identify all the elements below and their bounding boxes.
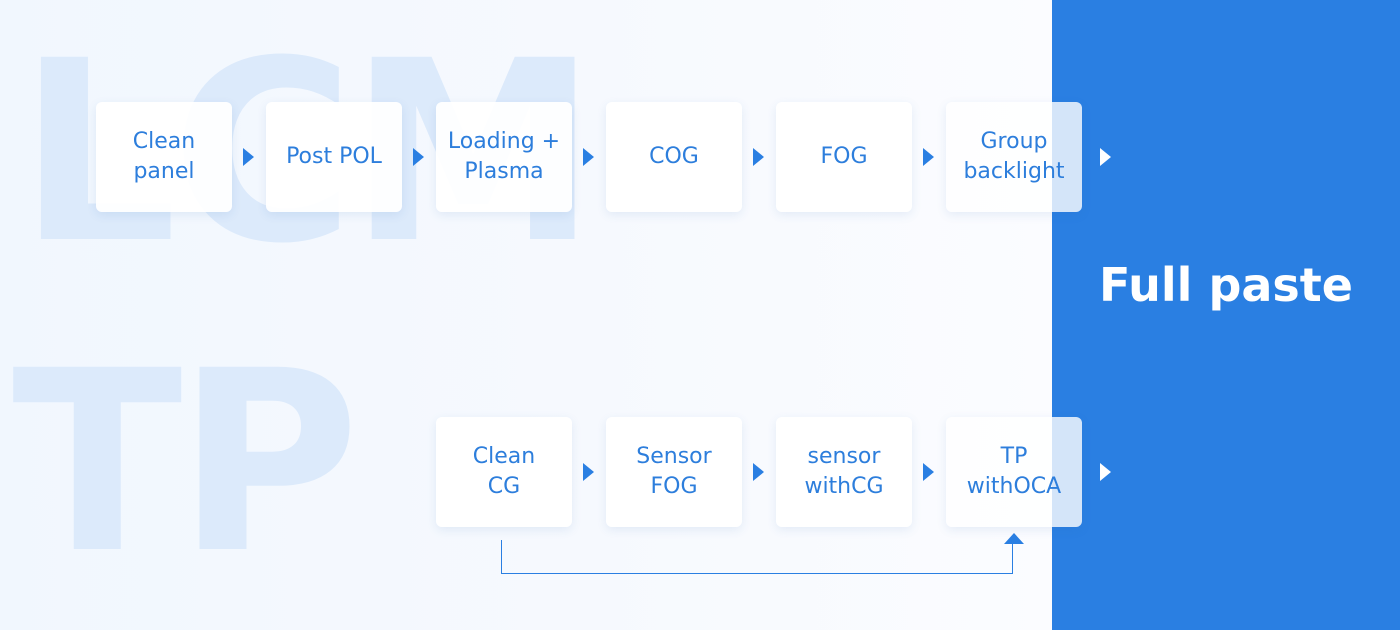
step-sensor-withcg: sensor withCG [776,417,912,527]
feedback-connector [501,540,1013,574]
step-post-pol: Post POL [266,102,402,212]
step-fog: FOG [776,102,912,212]
arrow-right-icon [753,463,764,481]
step-label: FOG [820,144,868,169]
step-label: COG [649,144,699,169]
arrow-right-icon [583,463,594,481]
arrow-right-icon [923,463,934,481]
step-label: Clean panel [132,129,196,184]
step-label: Clean CG [472,444,536,499]
arrow-right-icon [1100,148,1111,166]
watermark-tp: TP [12,317,360,608]
step-loading-plasma: Loading + Plasma [436,102,572,212]
arrow-right-icon [243,148,254,166]
step-clean-cg: Clean CG [436,417,572,527]
step-label: Post POL [286,144,382,169]
arrow-right-icon [413,148,424,166]
arrow-right-icon [753,148,764,166]
arrow-right-icon [583,148,594,166]
step-tp-withoca: TP withOCA [946,417,1082,527]
step-label: Loading + Plasma [447,129,561,184]
arrow-right-icon [923,148,934,166]
arrow-up-icon [1004,533,1024,544]
step-label: TP withOCA [966,444,1062,499]
step-label: Sensor FOG [636,444,712,499]
step-label: Group backlight [963,129,1065,184]
step-clean-panel: Clean panel [96,102,232,212]
step-group-backlight: Group backlight [946,102,1082,212]
step-label: sensor withCG [804,444,884,499]
full-paste-label: Full paste [1099,258,1353,312]
full-paste-panel [1052,0,1400,630]
step-cog: COG [606,102,742,212]
arrow-right-icon [1100,463,1111,481]
step-sensor-fog: Sensor FOG [606,417,742,527]
